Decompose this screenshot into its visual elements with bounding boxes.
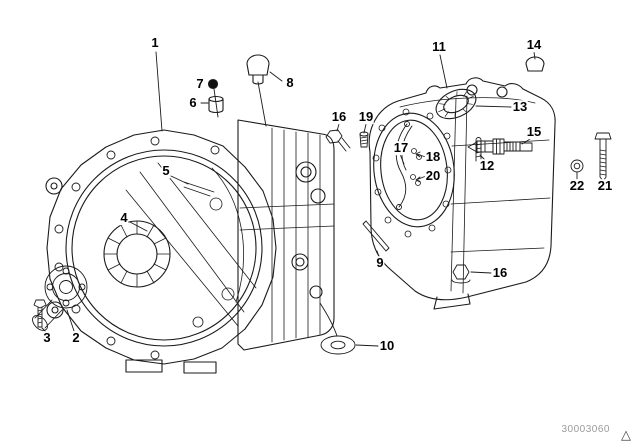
callout-4[interactable]: 4 (119, 210, 129, 226)
callout-11[interactable]: 11 (431, 39, 447, 55)
part-19-screw-drawing (359, 131, 369, 148)
part-9-rod-drawing (362, 220, 390, 252)
callout-19[interactable]: 19 (357, 109, 375, 125)
callout-14[interactable]: 14 (525, 37, 543, 53)
diagram-code: 30003060 (561, 424, 610, 435)
callout-2[interactable]: 2 (71, 330, 81, 346)
callout-5[interactable]: 5 (161, 163, 171, 179)
part-2-output-flange-drawing (32, 265, 88, 331)
part-17-bracket-drawing (395, 121, 413, 210)
callout-10[interactable]: 10 (378, 338, 396, 354)
gearbox-housing-drawing (368, 77, 556, 310)
callout-17[interactable]: 17 (392, 140, 410, 156)
part-21-bolt-drawing (594, 132, 612, 182)
callout-6[interactable]: 6 (188, 95, 198, 111)
part-22-washer-drawing (570, 159, 584, 173)
part-14-cap-drawing (525, 56, 545, 72)
callout-9[interactable]: 9 (375, 255, 385, 271)
part-16-nut-drawing (451, 264, 471, 284)
callout-22[interactable]: 22 (568, 178, 586, 194)
part-15-switch-drawing (467, 138, 533, 155)
part-10-washer-drawing (320, 335, 356, 355)
part-8-breather-plug-drawing (246, 54, 270, 85)
part-12-stud-drawing (475, 137, 482, 162)
callout-15[interactable]: 15 (525, 124, 543, 140)
bell-housing-drawing (45, 129, 277, 374)
callout-13[interactable]: 13 (511, 99, 529, 115)
triangle-mark-icon: △ (621, 427, 631, 442)
part-13-seal-ring-drawing (435, 88, 477, 120)
callout-3[interactable]: 3 (42, 330, 52, 346)
callout-1[interactable]: 1 (150, 35, 160, 51)
part-3-bolt-drawing (33, 299, 47, 328)
callout-8[interactable]: 8 (285, 75, 295, 91)
part-16-top-bolt-drawing (325, 129, 351, 152)
callout-12[interactable]: 12 (478, 158, 496, 174)
callout-18[interactable]: 18 (424, 149, 442, 165)
leader-lines (41, 51, 578, 347)
callout-16-bottom[interactable]: 16 (491, 265, 509, 281)
callout-7[interactable]: 7 (195, 76, 205, 92)
callout-21[interactable]: 21 (596, 178, 614, 194)
callout-20[interactable]: 20 (424, 168, 442, 184)
gear-section-drawing (237, 119, 335, 351)
callout-16-top[interactable]: 16 (330, 109, 348, 125)
part-7-plug-drawing (207, 78, 219, 90)
